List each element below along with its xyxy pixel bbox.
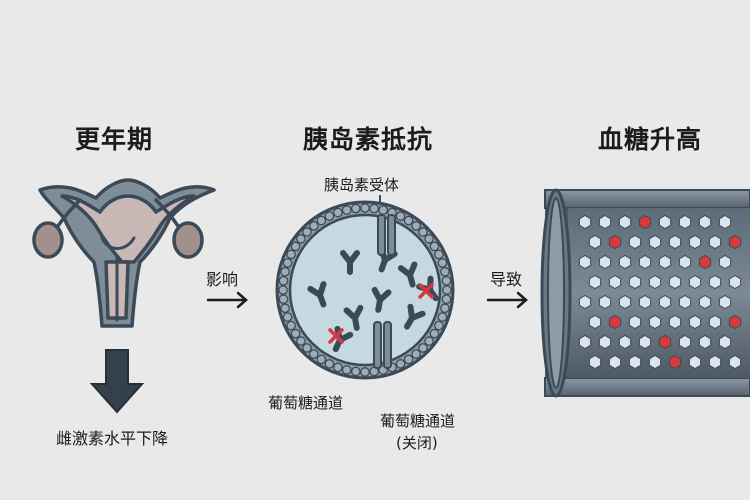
glucose-hexagon-icon (638, 214, 652, 230)
channel-closed-note: (关闭) (396, 434, 438, 452)
glucose-hexagon-icon (718, 294, 732, 310)
right-arrow-icon (206, 291, 248, 309)
glucose-hexagon-icon (648, 354, 662, 370)
glucose-hexagon-icon (678, 294, 692, 310)
glucose-hexagon-icon (588, 274, 602, 290)
glucose-hexagon-icon (648, 274, 662, 290)
glucose-hexagon-icon (718, 254, 732, 270)
glucose-hexagon-icon (728, 274, 742, 290)
blood-vessel (540, 188, 750, 398)
glucose-hexagon-icon (688, 234, 702, 250)
glucose-hexagon-icon (728, 354, 742, 370)
glucose-hexagon-icon (658, 294, 672, 310)
glucose-hexagon-icon (578, 214, 592, 230)
glucose-hexagon-icon (668, 234, 682, 250)
glucose-hexagon-icon (608, 354, 622, 370)
glucose-hexagon-icon (578, 254, 592, 270)
glucose-hexagon-icon (688, 354, 702, 370)
uterus-icon (32, 178, 216, 328)
menopause-title: 更年期 (75, 125, 154, 154)
glucose-hexagon-icon (698, 294, 712, 310)
glucose-hexagon-icon (628, 274, 642, 290)
glucose-hexagon-icon (658, 254, 672, 270)
glucose-hexagon-icon (708, 354, 722, 370)
glucose-channel-label: 葡萄糖通道 (268, 394, 344, 412)
glucose-hexagon-icon (598, 254, 612, 270)
glucose-hexagon-icon (628, 314, 642, 330)
glucose-hexagon-icon (608, 314, 622, 330)
glucose-hexagon-icon (718, 214, 732, 230)
insulin-receptor-label: 胰岛素受体 (324, 176, 400, 194)
glucose-hexagon-icon (658, 334, 672, 350)
glucose-hexagon-icon (638, 334, 652, 350)
arrow-label-cause: 导致 (490, 270, 523, 289)
glucose-hexagon-icon (698, 214, 712, 230)
glucose-hexagon-icon (588, 354, 602, 370)
glucose-hexagon-icon (678, 334, 692, 350)
glucose-hexagon-icon (668, 314, 682, 330)
glucose-hexagon-icon (618, 254, 632, 270)
glucose-hexagon-icon (698, 334, 712, 350)
glucose-hexagon-icon (588, 314, 602, 330)
receptor-icon (397, 261, 418, 288)
blocked-x-icon (328, 328, 344, 344)
glucose-hexagon-icon (718, 334, 732, 350)
glucose-hexagon-icon (598, 294, 612, 310)
glucose-hexagon-icon (618, 334, 632, 350)
receptor-icon (307, 281, 327, 308)
glucose-hexagon-icon (688, 314, 702, 330)
insulin-resistance-title: 胰岛素抵抗 (303, 125, 434, 154)
glucose-hexagon-icon (668, 274, 682, 290)
glucose-hexagon-icon (608, 234, 622, 250)
cell-membrane (275, 200, 455, 380)
glucose-channel (373, 214, 396, 369)
blocked-x-icon (418, 283, 434, 299)
glucose-hexagon-icon (698, 254, 712, 270)
glucose-hexagon-icon (678, 254, 692, 270)
glucose-channel-closed-label: 葡萄糖通道 (380, 412, 456, 430)
right-arrow-icon (486, 291, 528, 309)
glucose-hexagon-icon (688, 274, 702, 290)
glucose-hexagon-icon (628, 234, 642, 250)
glucose-hexagon-icon (578, 294, 592, 310)
glucose-hexagon-icon (708, 234, 722, 250)
glucose-hexagon-icon (708, 314, 722, 330)
glucose-hexagon-icon (618, 214, 632, 230)
glucose-hexagon-icon (728, 234, 742, 250)
glucose-hexagon-icon (708, 274, 722, 290)
receptor-icon (340, 250, 360, 275)
glucose-hexagon-icon (578, 334, 592, 350)
glucose-hexagon-icon (658, 214, 672, 230)
glucose-hexagon-icon (668, 354, 682, 370)
arrow-label-influence: 影响 (206, 270, 239, 289)
glucose-hexagon-icon (678, 214, 692, 230)
glucose-hexagon-icon (598, 334, 612, 350)
glucose-hexagon-icon (608, 274, 622, 290)
receptor-icon (404, 303, 426, 330)
receptor-icon (371, 286, 392, 313)
down-arrow-icon (89, 349, 145, 414)
glucose-hexagon-icon (728, 314, 742, 330)
glucose-hexagon-icon (628, 354, 642, 370)
blood-sugar-title: 血糖升高 (598, 125, 703, 154)
glucose-hexagon-icon (638, 294, 652, 310)
estrogen-decline-caption: 雌激素水平下降 (56, 429, 169, 448)
glucose-hexagon-icon (588, 234, 602, 250)
glucose-hexagon-icon (638, 254, 652, 270)
glucose-hexagon-icon (618, 294, 632, 310)
glucose-hexagon-icon (648, 234, 662, 250)
glucose-hexagon-icon (648, 314, 662, 330)
receptor-icon (343, 304, 364, 331)
glucose-hexagon-icon (598, 214, 612, 230)
